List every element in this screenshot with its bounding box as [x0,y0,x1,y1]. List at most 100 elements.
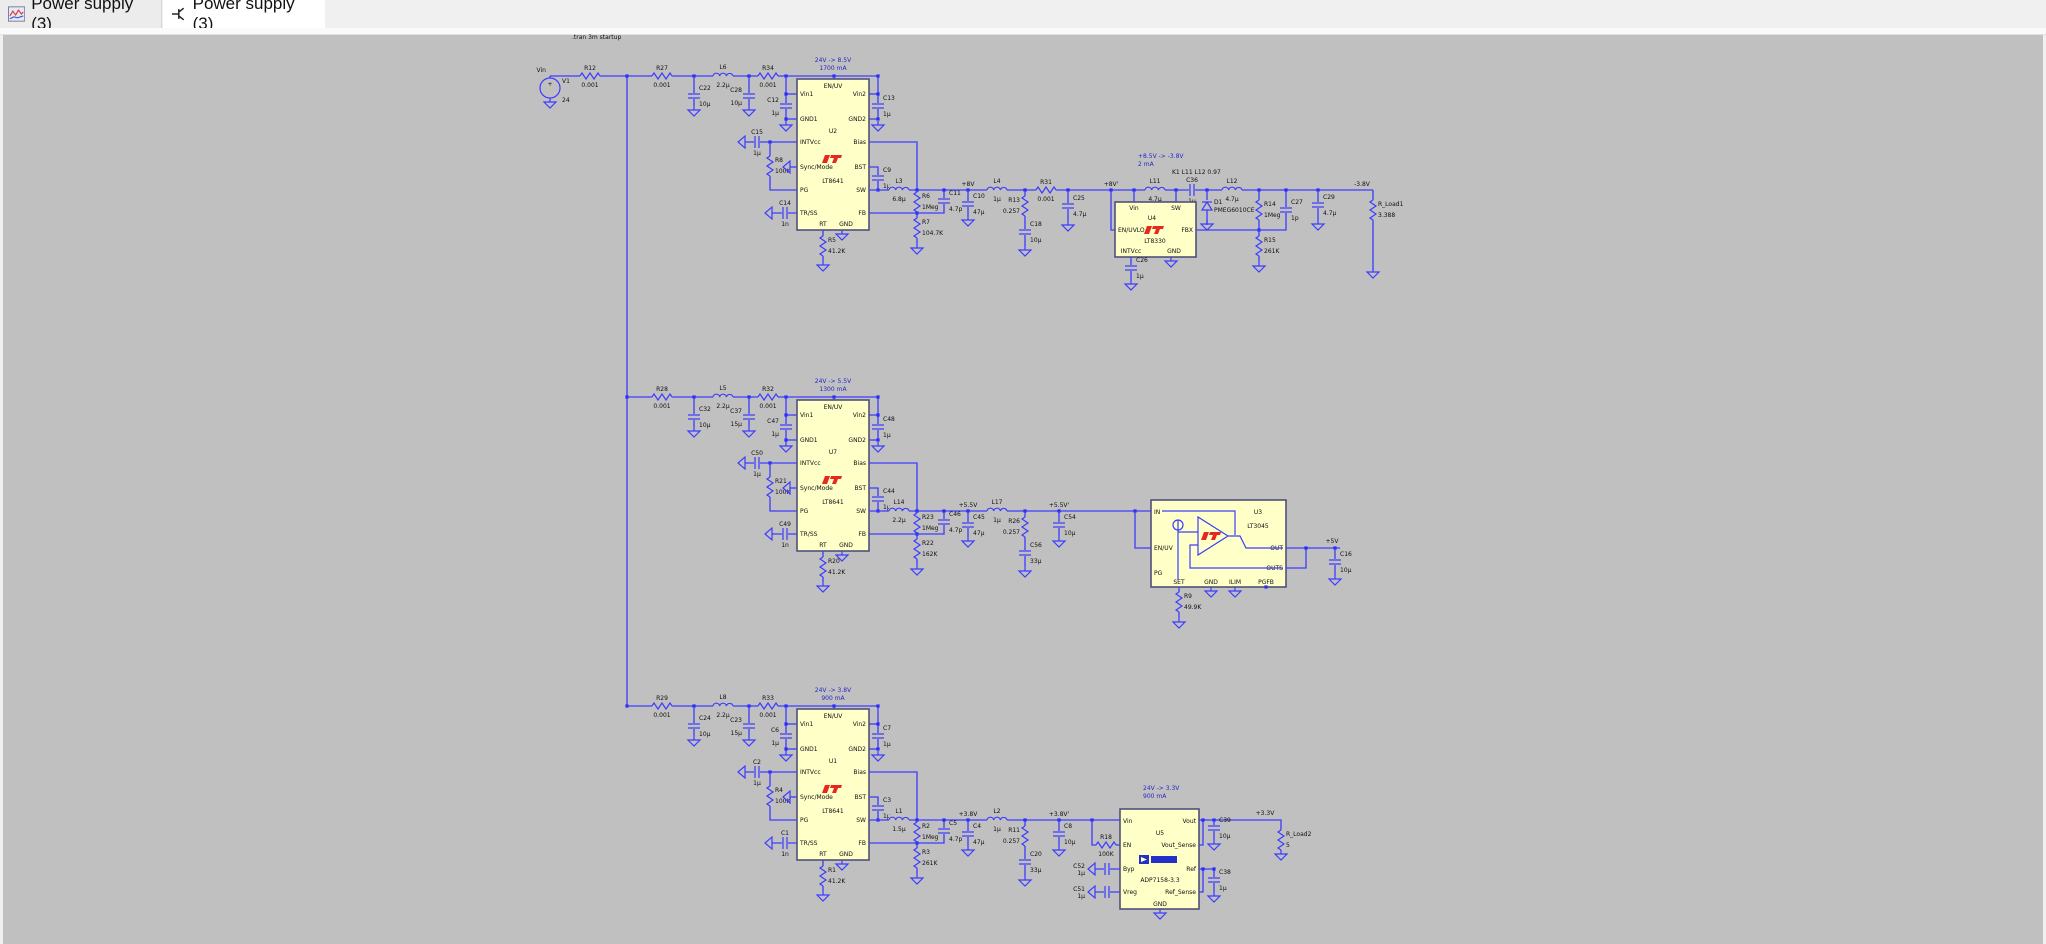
inductor[interactable]: L62.2µ [712,64,734,89]
ic-u2[interactable] [796,78,870,231]
inductor[interactable]: L36.8µ [888,178,910,203]
inductor[interactable]: L52.2µ [712,385,734,410]
component-value: 10µ [1064,530,1076,537]
tab-schematic-power-supply[interactable]: Power supply (3) [163,0,325,33]
inductor[interactable]: L11.5µ [888,808,910,833]
schematic-canvas[interactable] [3,35,2043,944]
inductor[interactable]: L82.2µ [712,694,734,719]
pin-label: Vin1 [800,721,813,728]
capacitor[interactable]: C361µ [1186,177,1198,205]
component-value: 1n [781,221,789,228]
ic-u1[interactable] [796,708,870,861]
tab-waveform-power-supply[interactable]: Power supply (3) [0,0,162,33]
ground-icon [782,480,791,496]
ic-u3[interactable] [1150,499,1287,588]
wire [1199,819,1282,830]
linear-technology-logo [1201,532,1221,540]
ic-u7[interactable] [796,399,870,552]
component-ref: R34 [762,65,774,72]
capacitor[interactable]: C54.7p [938,820,963,843]
ic-u4[interactable] [1114,201,1197,258]
